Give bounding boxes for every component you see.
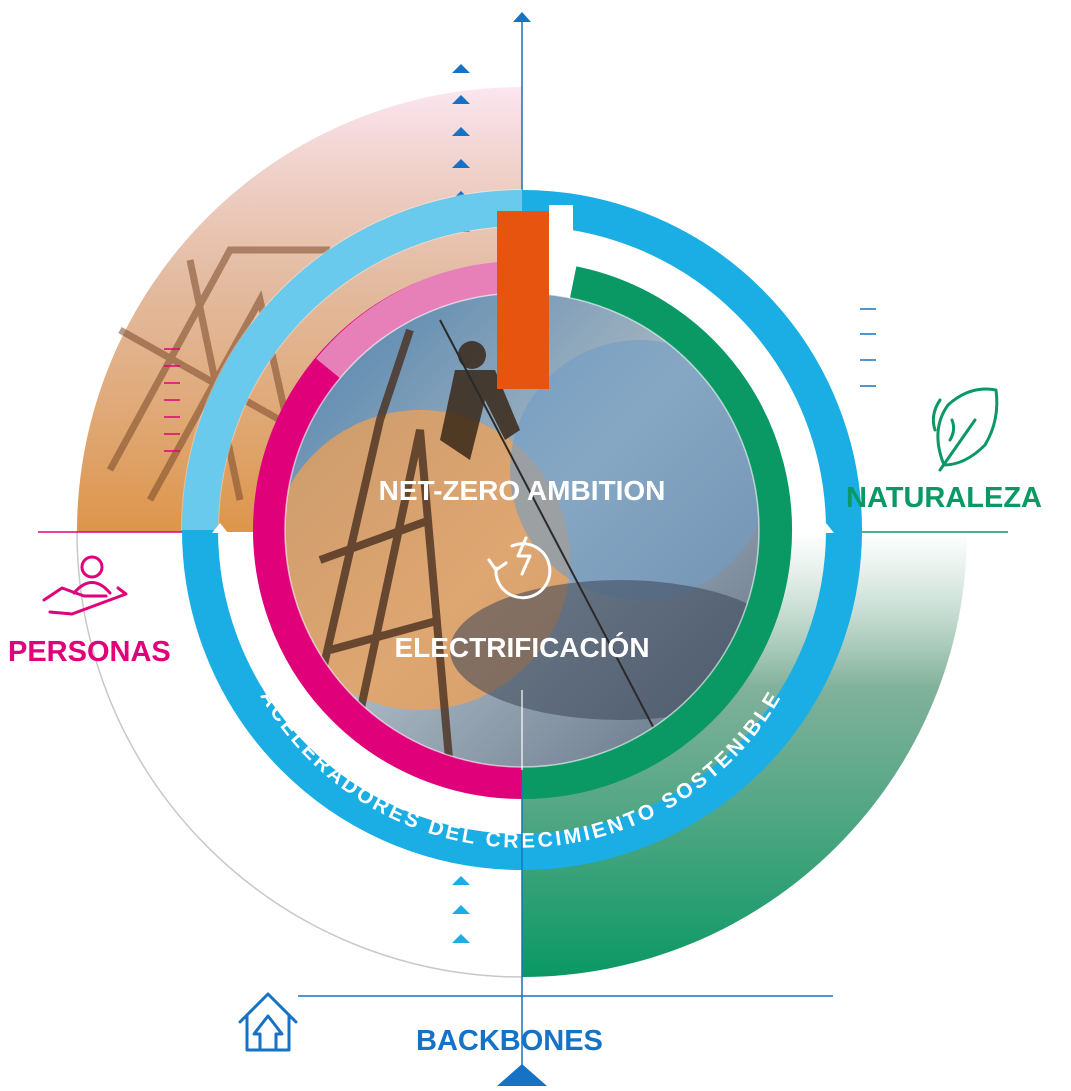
growth-arrows-bottom — [452, 876, 470, 943]
naturaleza-inner-arc — [521, 266, 792, 800]
personas-label: PERSONAS — [8, 636, 171, 668]
axis-arrow-bottom — [497, 1064, 547, 1086]
naturaleza-label: NATURALEZA — [846, 482, 1042, 514]
center-title: NET-ZERO AMBITION — [379, 475, 666, 506]
outer-circle-outline — [76, 531, 523, 978]
electrification-cycle-icon — [487, 536, 552, 600]
house-arrow-icon — [238, 992, 298, 1052]
hand-person-icon — [42, 555, 128, 616]
tick-marks-right — [860, 308, 876, 387]
ring-arrow-left — [212, 523, 228, 533]
backbones-label: BACKBONES — [416, 1025, 603, 1057]
tick-marks-left — [164, 348, 180, 452]
ring-arrow-right — [818, 523, 834, 533]
leaf-globe-icon — [931, 387, 999, 472]
axis-arrow-top — [513, 12, 531, 22]
center-subtitle: ELECTRIFICACIÓN — [394, 632, 649, 663]
net-zero-bar — [497, 211, 549, 389]
